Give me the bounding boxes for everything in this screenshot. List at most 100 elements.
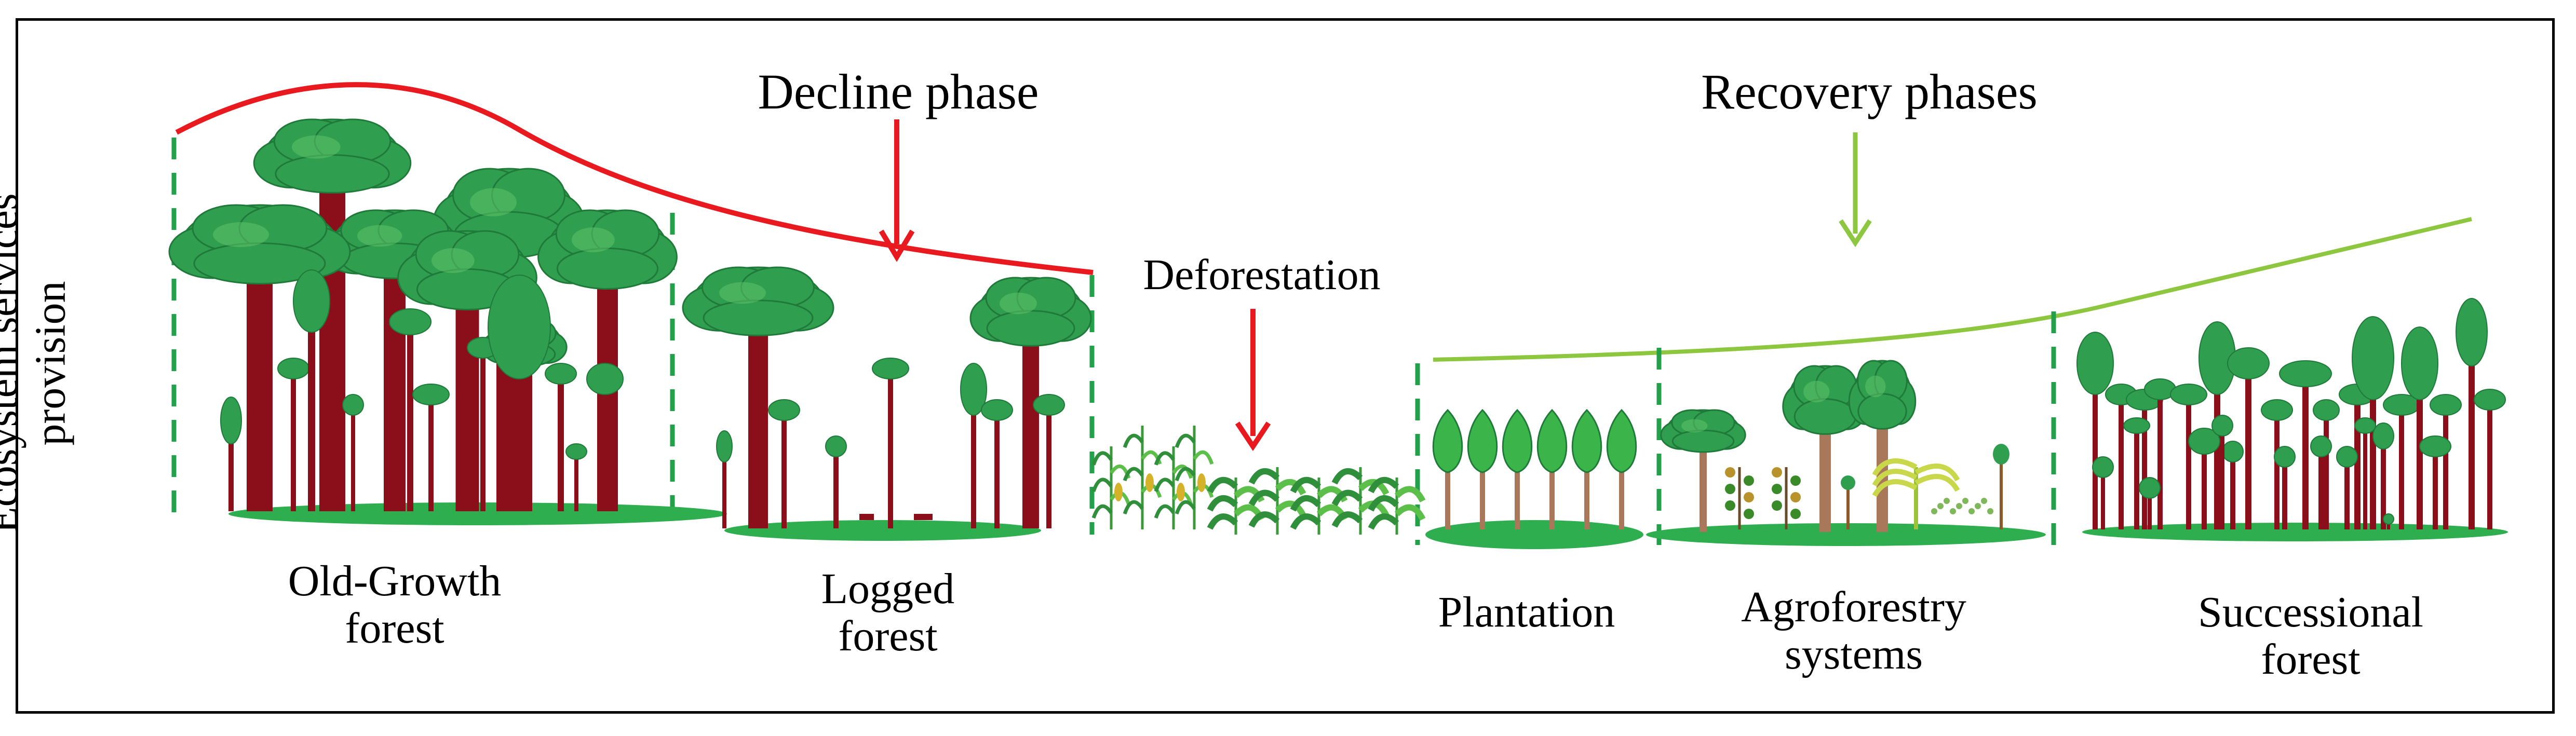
stage-label-line1: Old-Growth: [288, 557, 502, 605]
sapling: [2279, 360, 2332, 529]
decline-arrow: [879, 119, 915, 262]
sapling-crown: [2188, 428, 2220, 455]
ground-herb: [1981, 498, 1987, 504]
sapling-crown: [2419, 435, 2451, 457]
stage-label-line1: Agroforestry: [1741, 583, 1966, 631]
plantation-tree: [1467, 408, 1498, 529]
plantation-crown: [1606, 408, 1637, 473]
sapling-stem: [407, 322, 413, 511]
ground-plantation: [1425, 520, 1643, 549]
plantation-trunk: [1445, 457, 1450, 529]
plantation-crown: [1467, 408, 1498, 473]
sapling-crown: [2092, 456, 2114, 478]
sapling: [2401, 326, 2438, 529]
sapling-stem: [2245, 363, 2251, 529]
canopy: [969, 277, 1092, 347]
plantation-tree: [1432, 408, 1463, 529]
plantation-crown: [1536, 408, 1568, 473]
sapling: [2383, 394, 2420, 529]
sapling: [2430, 394, 2462, 529]
coffee-shrub: [1772, 467, 1801, 529]
stage-label-old-growth: Old-Growth forest: [228, 557, 561, 652]
sapling-crown: [277, 358, 309, 379]
sapling-crown: [872, 358, 909, 379]
plantation-tree: [1571, 408, 1602, 529]
tree-trunk: [1022, 311, 1039, 528]
sapling: [2372, 422, 2394, 529]
sapling-stem: [2274, 410, 2280, 529]
sapling-stem: [2363, 426, 2367, 529]
sapling: [220, 397, 242, 511]
tree: [969, 277, 1092, 528]
crop-plant: [1154, 446, 1193, 529]
sapling-crown: [2139, 477, 2161, 499]
ground-herb: [1987, 508, 1993, 514]
tree: [537, 209, 678, 511]
ground-herb: [1962, 498, 1968, 504]
sapling-crown: [488, 275, 551, 379]
stage-label-line1: Successional: [2198, 588, 2423, 636]
stage-label-line2: forest: [838, 611, 938, 660]
stage-label-line1: Plantation: [1438, 588, 1615, 636]
sapling: [2139, 477, 2161, 529]
sapling: [342, 394, 364, 511]
sapling: [412, 384, 450, 511]
agro-sapling-stem: [2000, 457, 2003, 529]
ground-agroforestry: [1646, 523, 2046, 546]
sapling: [716, 430, 733, 528]
sapling-stem: [517, 327, 522, 511]
sapling: [586, 363, 624, 511]
tree-trunk: [748, 301, 768, 528]
canopy: [682, 266, 834, 336]
sapling-crown: [2227, 347, 2270, 379]
sapling-crown: [565, 443, 587, 460]
deforestation-arrow: [1235, 309, 1271, 452]
sapling: [981, 399, 1013, 528]
sapling-stem: [2093, 363, 2098, 529]
sapling-crown: [2313, 399, 2340, 421]
sapling: [1033, 394, 1065, 528]
tree: [253, 118, 412, 511]
sapling: [2352, 316, 2394, 529]
decline-curve: [175, 82, 1094, 275]
sapling-stem: [2399, 405, 2404, 529]
agro-sapling-crown: [1993, 444, 2009, 465]
sapling-crown: [2170, 384, 2207, 405]
sapling-crown: [2474, 389, 2506, 411]
sapling: [768, 399, 800, 528]
sapling-crown: [960, 363, 987, 416]
sapling: [2092, 456, 2114, 529]
sapling-stem: [2344, 457, 2350, 529]
sapling-stem: [2487, 400, 2492, 529]
sapling-stem: [602, 379, 608, 511]
logged-forest-trees: [682, 266, 1092, 528]
ground-herb: [1975, 503, 1981, 509]
sapling: [389, 308, 431, 511]
sapling-stem: [351, 405, 355, 511]
sapling-stem: [833, 446, 839, 528]
sapling-stem: [2433, 446, 2438, 529]
sapling: [545, 363, 577, 511]
plantation-trees: [1432, 408, 1637, 529]
sapling: [293, 269, 330, 511]
sapling-stem: [2157, 389, 2163, 529]
plantation-tree: [1536, 408, 1568, 529]
sapling-crown: [293, 269, 330, 333]
canopy: [537, 209, 678, 290]
tree: [682, 266, 834, 528]
sapling-stem: [480, 348, 485, 511]
sapling-stem: [1046, 405, 1051, 528]
sapling: [2313, 399, 2340, 529]
stage-label-line2: systems: [1784, 630, 1923, 678]
ground-herb: [1956, 503, 1962, 509]
sapling-stem: [2202, 441, 2207, 529]
sapling-stem: [2230, 452, 2235, 529]
y-axis-label-line1: Ecosystem services: [0, 193, 27, 534]
plantation-trunk: [1515, 457, 1520, 529]
plantation-crown: [1432, 408, 1463, 473]
plantation-trunk: [1584, 457, 1589, 529]
plantation-trunk: [1549, 457, 1555, 529]
tree-trunk: [247, 244, 273, 511]
ground-herb: [1968, 508, 1975, 514]
